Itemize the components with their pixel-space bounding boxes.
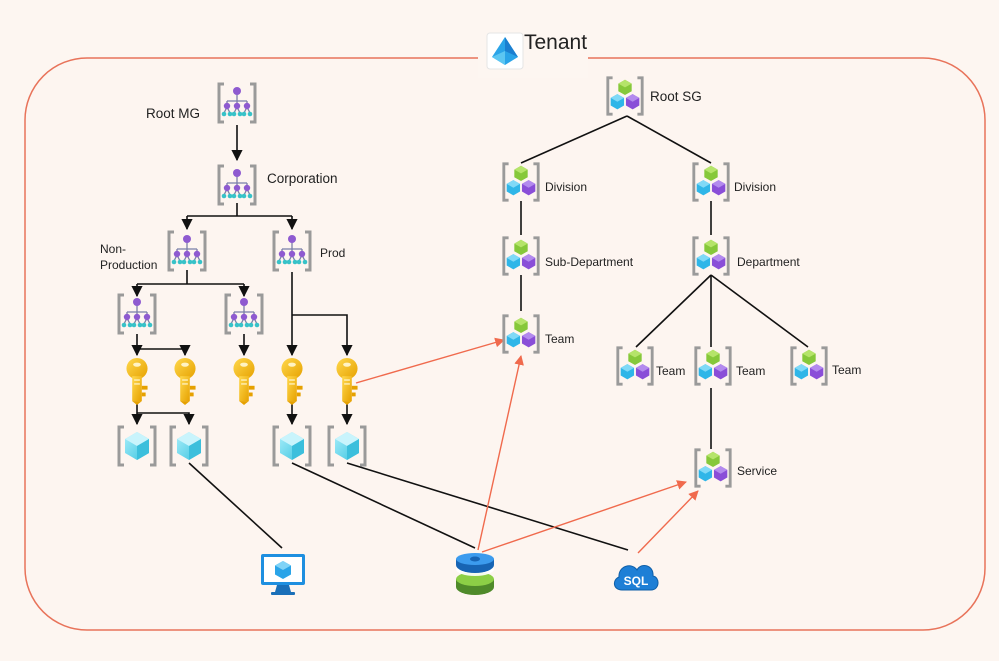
entra-id-icon (486, 32, 524, 70)
sg-hierarchy-connectors (520, 115, 809, 449)
mg-hierarchy-connectors (131, 125, 353, 426)
root-sg-label: Root SG (650, 89, 702, 104)
sub-department-sg-label: Sub-Department (545, 255, 634, 269)
virtual-machine-icon[interactable] (261, 554, 305, 595)
department-sg-label: Department (737, 255, 800, 269)
prod-mg-label: Prod (320, 246, 345, 260)
team-right-2-sg-label: Team (736, 364, 765, 378)
service-group-membership-arrows (355, 337, 699, 554)
team-left-sg-label: Team (545, 332, 574, 346)
team-right-1-sg-label: Team (656, 364, 685, 378)
service-sg-label: Service (737, 464, 777, 478)
division-right-sg-label: Division (734, 180, 776, 194)
team-right-3-sg-label: Team (832, 363, 861, 377)
root-mg-label: Root MG (146, 106, 200, 121)
storage-account-icon[interactable] (456, 553, 494, 595)
sql-label: SQL (624, 574, 649, 588)
corporation-mg-label: Corporation (267, 171, 338, 186)
sql-database-icon[interactable]: SQL (614, 564, 659, 591)
nonprod-mg-label-line2: Production (100, 258, 157, 272)
division-left-sg-label: Division (545, 180, 587, 194)
nonprod-mg-label-line1: Non- (100, 242, 126, 256)
tenant-label: Tenant (524, 31, 587, 54)
